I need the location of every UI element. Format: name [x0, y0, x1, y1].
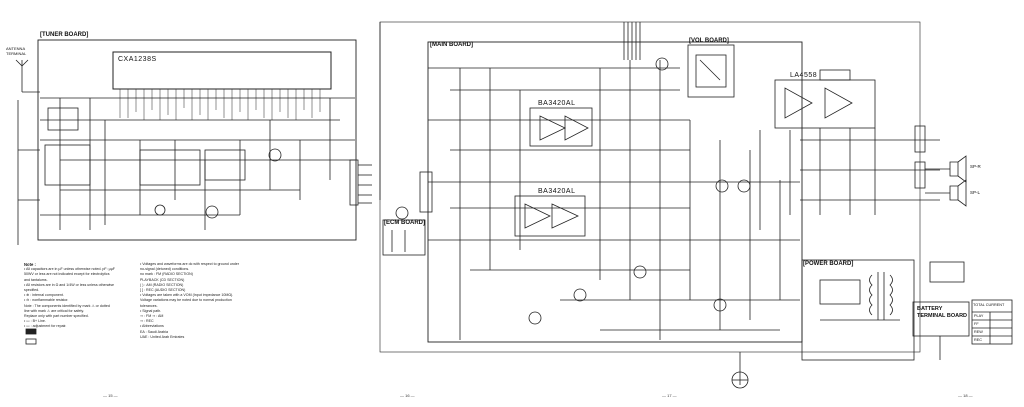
notes-title: Note : [24, 262, 36, 267]
note-line: no-signal (detuned) conditions. [140, 267, 190, 272]
page-number: — 15 — [103, 393, 118, 398]
note-line: ⇒ : REC [140, 319, 154, 324]
speaker-l-label: SP-L [970, 190, 981, 195]
note-line: • ⊕ : internal component. [24, 293, 64, 298]
note-line: • Voltages are taken with a VOM (Input i… [140, 293, 234, 298]
tuner-board-label: [TUNER BOARD] [40, 32, 89, 38]
note-line: and tantalums. [24, 277, 48, 282]
note-line: • ▭ : B+ Line. [24, 319, 46, 324]
table-row-play: PLAY [974, 314, 984, 318]
main-ic-lower-label: BA3420AL [538, 188, 576, 195]
note-line: • ▭ : adjustment for repair. [24, 324, 67, 329]
note-line: UAE : United Arab Emirates [140, 334, 185, 339]
note-line: [ ] : REC (AUDIO SECTION) [140, 288, 186, 293]
note-line: Voltage variations may be noted due to n… [140, 298, 232, 303]
note-line: • ⊖ : nonflammable resistor. [24, 298, 69, 303]
notes-block-left: Note : • All capacitors are in µF unless… [24, 262, 142, 330]
battery-terminal-board-label: BATTERY TERMINAL BOARD [917, 306, 968, 319]
tuner-ic-label: CXA1238S [118, 56, 157, 63]
main-ic-upper-label: BA3420AL [538, 100, 576, 107]
note-line: • Abbreviations [140, 324, 164, 329]
antenna-terminal-label: ANTENNA TERMINAL [6, 46, 27, 56]
note-line: 50WV or less are not indicated except fo… [24, 272, 110, 277]
total-current-title: TOTAL CURRENT [973, 303, 1005, 307]
note-line: ( ) : AM (RADIO SECTION) [140, 282, 184, 287]
note-line: • All capacitors are in µF unless otherw… [24, 267, 115, 272]
vol-board-label: [VOL BOARD] [689, 38, 729, 44]
note-line: ⇒ : FM ⇒ : AM [140, 314, 164, 319]
main-board-label: [MAIN BOARD] [430, 42, 473, 48]
page-number: — 17 — [662, 393, 677, 398]
note-line: • Voltages and waveforms are dc with res… [140, 262, 239, 266]
table-row-rew: REW [974, 330, 983, 334]
note-line: Note : The components identified by mark… [24, 303, 110, 308]
table-row-rec: REC [974, 338, 983, 342]
note-line: specified. [24, 288, 40, 293]
note-line: • Signal path. [140, 308, 162, 313]
speaker-r-label: SP-R [970, 164, 981, 169]
note-line: • All resistors are in Ω and 1/4W or les… [24, 282, 115, 287]
page-number: — 16 — [400, 393, 415, 398]
page-number: — 18 — [958, 393, 973, 398]
notes-block-right: • Voltages and waveforms are dc with res… [140, 262, 270, 340]
note-line: no mark : FM (RADIO SECTION) [140, 272, 193, 277]
table-row-ff: FF [974, 322, 979, 326]
note-line: PLAYBACK (CD SECTION) [140, 277, 185, 282]
note-line: EA : Saudi Arabia [140, 329, 168, 334]
note-line: tolerances. [140, 303, 158, 308]
ecm-board-label: [ECM BOARD] [384, 220, 425, 226]
note-line: Replace only with part number specified. [24, 314, 89, 319]
power-board-label: [POWER BOARD] [803, 261, 854, 267]
vol-ic-label: LA4558 [790, 72, 818, 79]
note-line: line with mark ⚠ are critical for safety… [24, 308, 85, 313]
